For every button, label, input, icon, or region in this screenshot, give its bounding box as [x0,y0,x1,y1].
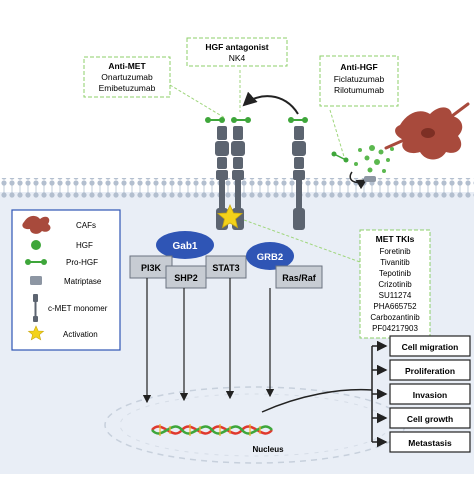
met-tki-item-4: Crizotinib [378,280,412,289]
stat3-label: STAT3 [212,263,239,273]
legend-label-pro-hgf: Pro-HGF [66,258,98,267]
outcome-label-4: Cell growth [407,414,453,424]
hgf-antagonist-title: HGF antagonist [205,42,268,52]
binding-arrow [242,91,299,115]
anti-hgf-item-2: Rilotumumab [334,85,384,95]
met-tki-item-8: PF04217903 [372,324,418,333]
anti-hgf-callout: Anti-HGF Ficlatuzumab Rilotumumab [319,55,399,107]
outcome-box-4 [389,407,471,429]
outcome-box-3 [389,383,471,405]
outcomes: Cell migration Proliferation Invasion Ce… [371,335,471,453]
gab1-node [156,231,214,259]
hgf-antagonist-item: NK4 [229,53,246,63]
pro-hgf-icon [331,151,349,163]
outcome-box-2 [389,359,471,381]
free-hgf-icon [288,117,308,123]
grb2-node [246,242,294,270]
met-tkis-title: MET TKIs [376,234,415,244]
met-tki-item-5: SU11274 [379,291,412,300]
cleavage-arrow [349,171,368,190]
hgf-icon [31,240,41,250]
ras-raf-label: Ras/Raf [282,273,317,283]
legend-label-hgf: HGF [76,241,93,250]
nucleus-label: Nucleus [252,445,284,454]
met-tkis-callout: MET TKIs Foretinib Tivanitib Tepotinib C… [359,229,431,339]
pro-hgf-legend-icon [25,259,47,265]
hgf-antagonist-callout: HGF antagonist NK4 [186,37,288,67]
anti-hgf-leader [329,109,346,161]
met-tki-item-7: Carbozantinib [370,313,420,322]
tki-leader [243,219,361,263]
anti-hgf-title: Anti-HGF [340,62,377,72]
cmet-monomer-icon [33,294,38,322]
pi3k-label: PI3K [141,263,162,273]
anti-met-callout: Anti-MET Onartuzumab Emibetuzumab [83,56,171,98]
anti-met-item-1: Onartuzumab [101,72,153,82]
outcome-label-3: Invasion [413,390,447,400]
anti-met-item-2: Emibetuzumab [99,83,156,93]
grb2-label: GRB2 [257,252,283,263]
stat3-node [205,255,247,279]
shp2-label: SHP2 [174,273,198,283]
output-arrow [261,388,373,413]
dna-helix-icon [151,424,273,436]
met-monomer [292,126,306,230]
signaling-complex: Gab1 PI3K SHP2 STAT3 GRB2 Ras/Raf [129,231,323,289]
outcome-box-5 [389,431,471,453]
met-tki-item-3: Tepotinib [379,269,412,278]
anti-met-leader [169,84,226,119]
legend-label-matriptase: Matriptase [64,277,102,286]
secreted-hgf-dots [354,145,394,173]
anti-hgf-item-1: Ficlatuzumab [334,74,385,84]
matriptase-legend-icon [30,276,42,285]
activation-icon [27,325,45,341]
legend-label-activation: Activation [63,330,98,339]
outcome-label-2: Proliferation [405,366,455,376]
caf-icon [22,215,51,234]
outcome-label-5: Metastasis [408,438,452,448]
matriptase-icon [364,176,376,182]
bound-hgf-icon [205,117,251,123]
legend-label-cmet: c-MET monomer [48,304,108,313]
met-tki-item-1: Foretinib [379,247,411,256]
outcome-label-1: Cell migration [402,342,459,352]
legend-label-caf: CAFs [76,221,96,230]
activation-star-icon [216,204,244,229]
ras-raf-node [275,265,323,289]
met-tki-item-6: PHA665752 [373,302,417,311]
anti-met-title: Anti-MET [108,61,146,71]
legend: CAFs HGF Pro-HGF Matriptase c-MET monome… [11,209,121,351]
gab1-label: Gab1 [172,241,197,252]
outcome-box-1 [389,335,471,357]
met-tki-item-2: Tivanitib [380,258,410,267]
